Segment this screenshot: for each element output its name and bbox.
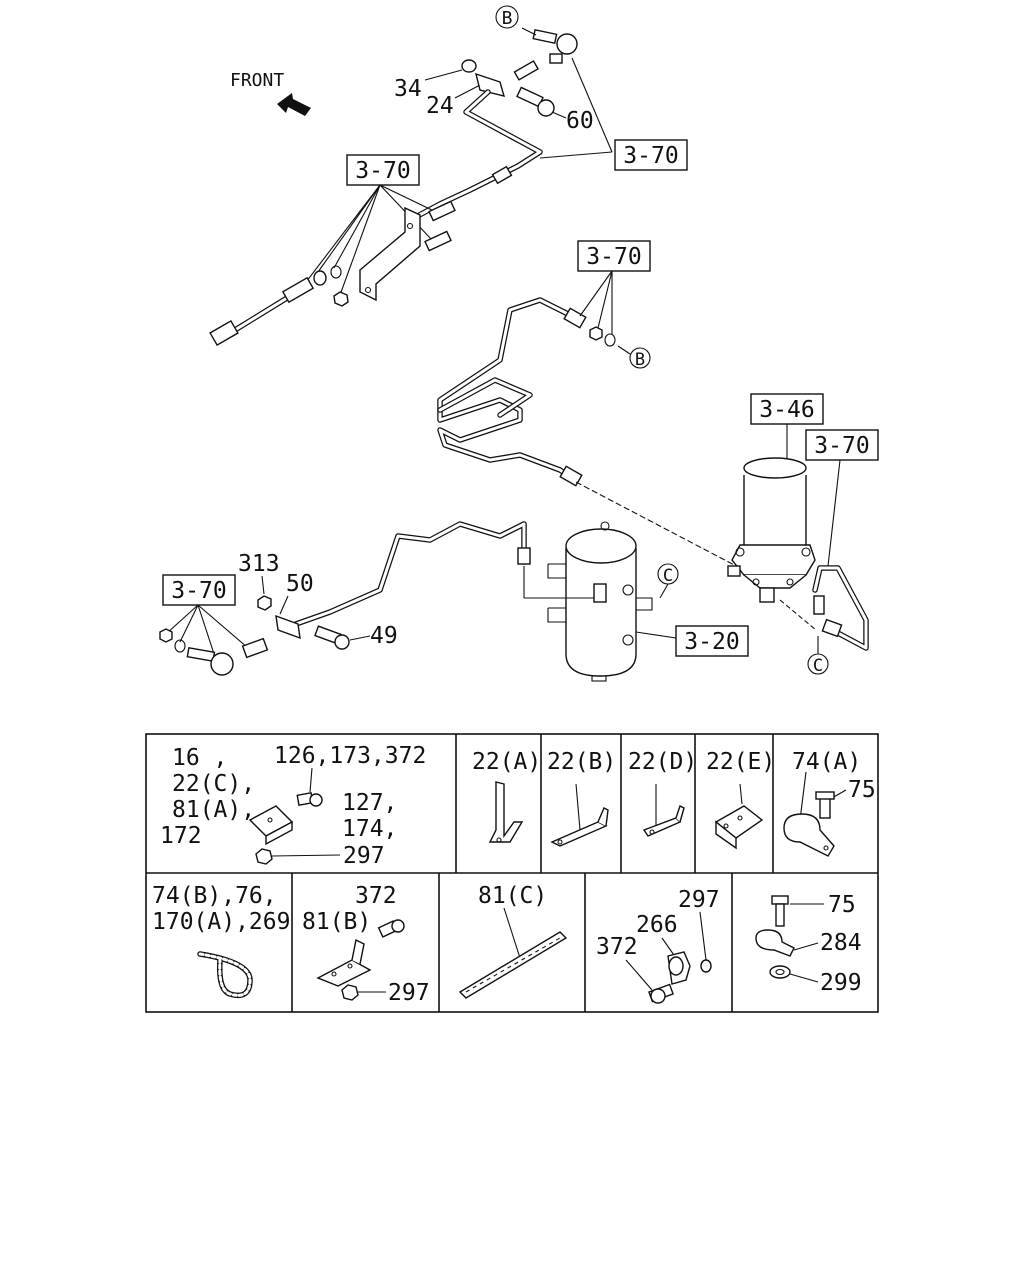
svg-text:372: 372 [355, 883, 397, 909]
front-label: FRONT [230, 70, 284, 91]
svg-text:C: C [663, 566, 673, 586]
table-cell-r1c3: 22(B) [547, 749, 616, 847]
bracket-24 [475, 72, 506, 97]
label-34: 34 [394, 76, 422, 102]
table-cell-r2c5: 75 284 299 [755, 892, 862, 996]
label-60: 60 [566, 108, 594, 134]
ref-box-mid: 3-70 [577, 240, 651, 272]
table-cell-r1c1: 16 , 22(C), 81(A), 172 126,173,372 127, … [160, 743, 426, 869]
svg-text:284: 284 [820, 930, 862, 956]
nut-313 [257, 595, 272, 611]
front-arrow-icon [277, 93, 311, 116]
table-cell-r1c6: 74(A) 75 [783, 749, 876, 857]
svg-text:75: 75 [848, 777, 876, 803]
ref-box-dryer: 3-46 [750, 393, 824, 425]
svg-text:3-70: 3-70 [355, 158, 410, 184]
svg-text:81(A),: 81(A), [172, 797, 255, 823]
svg-text:22(B): 22(B) [547, 749, 616, 775]
ref-box-left: 3-70 [162, 574, 236, 606]
parts-table [145, 733, 879, 1013]
svg-text:22(A): 22(A) [472, 749, 541, 775]
label-313: 313 [238, 551, 280, 577]
air-tank [547, 521, 653, 682]
table-cell-r1c2: 22(A) [472, 749, 541, 843]
svg-text:170(A),269: 170(A),269 [152, 909, 290, 935]
svg-text:297: 297 [343, 843, 385, 869]
label-49: 49 [370, 623, 398, 649]
nut-34 [461, 59, 477, 73]
label-24: 24 [426, 93, 454, 119]
svg-text:B: B [502, 8, 513, 29]
table-cell-r2c4: 297 266 372 [596, 887, 720, 1004]
svg-text:174,: 174, [342, 816, 397, 842]
callout-b-mid: B [629, 347, 651, 370]
table-cell-r2c3: 81(C) [458, 883, 568, 999]
ref-box-dryer-pipe: 3-70 [805, 429, 879, 461]
svg-text:74(A): 74(A) [792, 749, 861, 775]
table-cell-r2c1: 74(B),76, 170(A),269 [152, 883, 290, 999]
ref-box-top-right: 3-70 [614, 139, 688, 171]
svg-text:372: 372 [596, 934, 638, 960]
svg-text:266: 266 [636, 912, 678, 938]
ref-box-top-left: 3-70 [346, 154, 420, 186]
callout-c-dryer: C [807, 653, 829, 676]
svg-text:75: 75 [828, 892, 856, 918]
svg-text:126,173,372: 126,173,372 [274, 743, 426, 769]
elbow-fitting [532, 28, 578, 64]
svg-text:3-70: 3-70 [623, 143, 678, 169]
svg-text:22(C),: 22(C), [172, 771, 255, 797]
svg-text:22(D): 22(D) [628, 749, 697, 775]
svg-text:B: B [635, 350, 645, 370]
callout-c-tank: C [657, 563, 679, 586]
svg-text:22(E): 22(E) [706, 749, 775, 775]
air-dryer [727, 457, 816, 603]
svg-text:74(B),76,: 74(B),76, [152, 883, 277, 909]
svg-text:3-70: 3-70 [171, 578, 226, 604]
svg-text:C: C [813, 656, 823, 676]
svg-text:297: 297 [678, 887, 720, 913]
callout-b-top: B [495, 5, 519, 29]
mounting-bracket [359, 206, 421, 302]
svg-text:3-20: 3-20 [684, 629, 739, 655]
svg-text:81(C): 81(C) [478, 883, 547, 909]
svg-text:81(B): 81(B) [302, 909, 371, 935]
table-cell-r2c2: 372 81(B) 297 [302, 883, 430, 1006]
table-cell-r1c5: 22(E) [706, 749, 775, 850]
svg-text:172: 172 [160, 823, 202, 849]
label-50: 50 [286, 571, 314, 597]
svg-text:3-46: 3-46 [759, 397, 814, 423]
bracket-50 [275, 614, 301, 640]
ref-box-tank: 3-20 [675, 625, 749, 657]
svg-text:3-70: 3-70 [586, 244, 641, 270]
svg-text:3-70: 3-70 [814, 433, 869, 459]
svg-text:16 ,: 16 , [172, 745, 227, 771]
svg-text:127,: 127, [342, 790, 397, 816]
table-cell-r1c4: 22(D) [628, 749, 697, 837]
svg-text:299: 299 [820, 970, 862, 996]
svg-text:297: 297 [388, 980, 430, 1006]
